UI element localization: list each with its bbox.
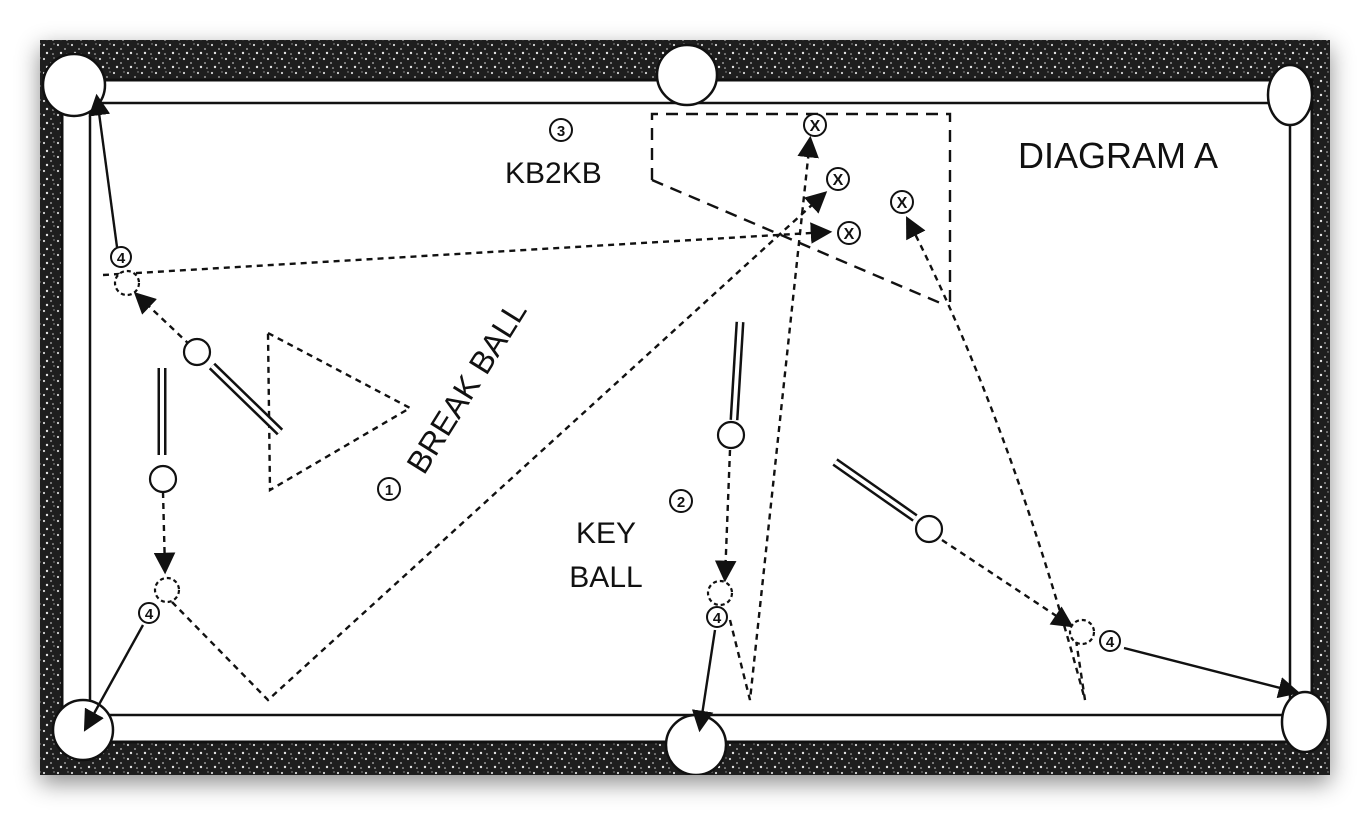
rack-triangle bbox=[266, 330, 413, 493]
path-to-bottom-left-pocket bbox=[83, 624, 145, 732]
svg-text:4: 4 bbox=[145, 606, 154, 623]
svg-text:X: X bbox=[833, 172, 844, 189]
cue-ball-left bbox=[148, 464, 178, 494]
target-x-2: X bbox=[826, 167, 850, 191]
path-to-bottom-right-pocket bbox=[1123, 646, 1301, 699]
svg-text:4: 4 bbox=[117, 250, 126, 267]
step-4-upper-left: 4 bbox=[110, 246, 132, 268]
svg-text:X: X bbox=[844, 226, 855, 243]
step-4-right: 4 bbox=[1099, 630, 1121, 652]
pocket-bottom-right bbox=[1280, 690, 1330, 754]
pocket-top-left bbox=[41, 52, 107, 118]
path-left-cue bbox=[153, 491, 176, 575]
svg-text:3: 3 bbox=[557, 123, 565, 140]
cue-stick-upper-left bbox=[208, 362, 284, 436]
svg-text:1: 1 bbox=[385, 482, 393, 499]
target-x-1: X bbox=[803, 113, 827, 137]
target-x-4: X bbox=[890, 190, 914, 214]
svg-text:2: 2 bbox=[677, 494, 685, 511]
pocket-top-middle bbox=[655, 43, 719, 107]
svg-text:X: X bbox=[897, 195, 908, 212]
cue-stick-right bbox=[832, 458, 918, 522]
path-break-shot bbox=[171, 191, 828, 702]
pocket-top-right bbox=[1266, 63, 1314, 127]
path-right-bank bbox=[906, 216, 1087, 701]
kb2kb-label: KB2KB bbox=[505, 157, 602, 190]
ghost-ball-left bbox=[153, 576, 181, 604]
path-to-bottom-middle-pocket bbox=[691, 629, 717, 733]
path-upper-left-cue bbox=[133, 292, 191, 346]
pool-table-diagram: X X X X 4 4 4 4 1 2 3 DIAGRAM A bbox=[40, 40, 1330, 775]
diagram-title: DIAGRAM A bbox=[1018, 135, 1218, 176]
kb2kb-zone bbox=[650, 112, 952, 310]
path-right-cue bbox=[941, 539, 1074, 628]
pocket-bottom-left bbox=[51, 698, 115, 762]
step-2-marker: 2 bbox=[669, 489, 693, 513]
cue-ball-center bbox=[716, 420, 746, 450]
svg-text:X: X bbox=[810, 118, 821, 135]
pocket-bottom-middle bbox=[664, 713, 728, 775]
path-to-top-left-pocket bbox=[88, 93, 119, 248]
cue-ball-right bbox=[914, 514, 944, 544]
ghost-ball-right bbox=[1068, 618, 1096, 646]
step-4-center: 4 bbox=[706, 606, 728, 628]
key-ball-label-line2: BALL bbox=[569, 561, 642, 594]
kb2kb-diagonal bbox=[651, 178, 946, 307]
ghost-ball-upper-left bbox=[113, 269, 141, 297]
cue-ball-upper-left bbox=[182, 337, 212, 367]
target-x-3: X bbox=[837, 221, 861, 245]
key-ball-label-line1: KEY bbox=[576, 517, 636, 550]
step-1-marker: 1 bbox=[377, 477, 401, 501]
svg-text:4: 4 bbox=[713, 610, 722, 627]
table-cloth bbox=[88, 101, 1292, 717]
svg-text:4: 4 bbox=[1106, 634, 1115, 651]
path-key-ball bbox=[728, 135, 819, 701]
step-4-left: 4 bbox=[138, 602, 160, 624]
cue-stick-center bbox=[729, 321, 745, 421]
path-upper-left-cross bbox=[102, 222, 833, 277]
ghost-ball-center bbox=[706, 579, 734, 607]
step-3-marker: 3 bbox=[549, 118, 573, 142]
